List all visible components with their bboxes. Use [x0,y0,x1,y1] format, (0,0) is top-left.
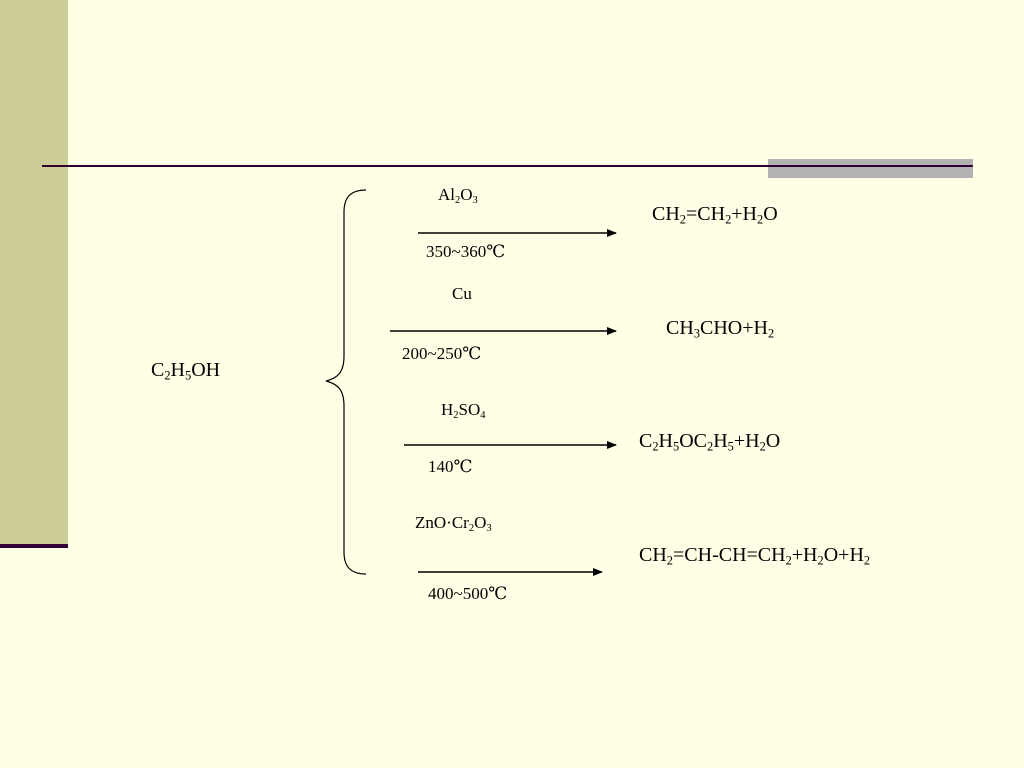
formula-text: CH [666,317,694,339]
formula-text: =CH [686,203,726,225]
formula-subscript: 2 [759,439,766,454]
condition-3: 140℃ [428,458,473,475]
formula-text: CH [652,203,680,225]
left-accent-rule [0,544,68,548]
branch-brace [325,189,367,575]
product-1: CH2=CH2+H2O [652,203,778,227]
formula-subscript: 3 [486,522,492,534]
formula-text: O [765,430,781,452]
formula-text: O [460,185,473,204]
formula-text: 200~250℃ [402,344,482,363]
formula-text: CH [639,544,667,566]
formula-subscript: 2 [785,553,792,568]
formula-text: +H [733,430,760,452]
header-rule-overlay [768,165,973,167]
formula-subscript: 3 [693,326,700,341]
formula-subscript: 5 [185,368,192,383]
product-4: CH2=CH-CH=CH2+H2O+H2 [639,544,871,568]
formula-subscript: 2 [707,439,714,454]
formula-text: H [441,400,454,419]
formula-text: O [763,203,778,225]
formula-text: OH [191,359,221,381]
formula-text: 400~500℃ [428,584,508,603]
formula-subscript: 2 [757,212,764,227]
formula-subscript: 2 [666,553,673,568]
formula-text: O [474,513,487,532]
formula-subscript: 2 [679,212,686,227]
catalyst-4: ZnO·Cr2O3 [415,513,492,534]
condition-1: 350~360℃ [426,243,505,260]
catalyst-1: Al2O3 [438,185,478,206]
formula-subscript: 5 [727,439,734,454]
formula-subscript: 2 [455,194,461,206]
formula-subscript: 2 [767,326,775,341]
formula-text: H [170,359,185,381]
formula-subscript: 2 [652,439,659,454]
formula-subscript: 2 [164,368,171,383]
formula-text: H [658,430,673,452]
formula-text: C [151,359,165,381]
formula-text: CHO+H [700,317,768,339]
header-gray-block [768,159,973,178]
formula-text: Cu [452,284,472,303]
condition-2: 200~250℃ [402,345,481,362]
header-rule [42,165,972,167]
formula-text: C [639,430,653,452]
formula-subscript: 5 [673,439,680,454]
formula-text: H [713,430,728,452]
formula-text: =CH-CH=CH [673,544,786,566]
formula-text: 140℃ [428,457,473,476]
formula-subscript: 2 [863,553,871,568]
reactant-formula: C2H5OH [151,359,221,383]
catalyst-3: H2SO4 [441,400,486,421]
formula-text: OC [679,430,707,452]
formula-subscript: 2 [453,409,459,421]
formula-text: Al [438,185,455,204]
product-2: CH3CHO+H2 [666,317,775,341]
formula-subscript: 4 [480,409,486,421]
formula-subscript: 2 [817,553,824,568]
formula-text: SO [458,400,481,419]
formula-text: 350~360℃ [426,242,506,261]
left-accent-bar [0,0,68,545]
catalyst-2: Cu [452,285,472,302]
formula-text: ZnO·Cr [415,513,469,532]
formula-text: +H [791,544,818,566]
condition-4: 400~500℃ [428,585,507,602]
formula-text: +H [731,203,757,225]
formula-text: O+H [823,544,864,566]
formula-subscript: 2 [468,522,475,534]
formula-subscript: 3 [472,194,478,206]
formula-subscript: 2 [725,212,732,227]
product-3: C2H5OC2H5+H2O [639,430,781,454]
